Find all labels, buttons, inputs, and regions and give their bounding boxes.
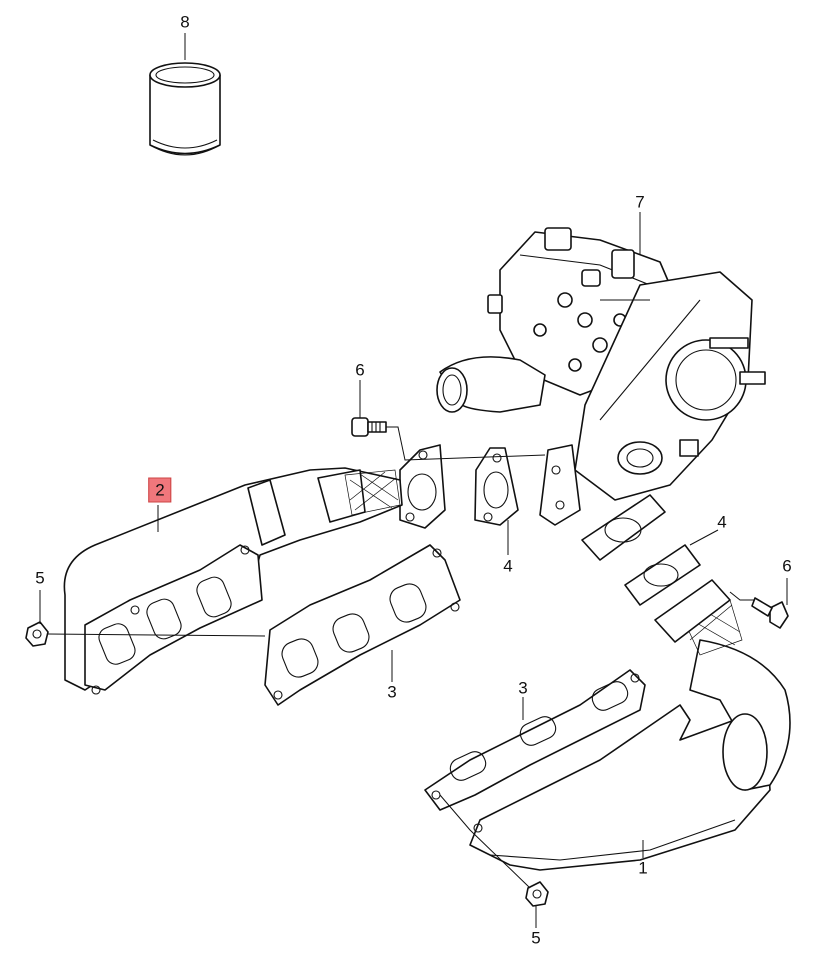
- part-7-turbocharger[interactable]: [436, 227, 766, 526]
- callout-part-6-upper[interactable]: 6: [355, 360, 365, 380]
- callout-part-1[interactable]: 1: [638, 858, 648, 878]
- part-4-gasket-left[interactable]: [399, 444, 446, 529]
- callout-part-3-left[interactable]: 3: [387, 682, 397, 702]
- part-8-sleeve[interactable]: [149, 62, 221, 156]
- callout-part-4-lower[interactable]: 4: [503, 556, 513, 576]
- part-6-bolt-upper[interactable]: [351, 417, 387, 437]
- part-3-gasket-right[interactable]: [424, 669, 646, 811]
- callout-part-7[interactable]: 7: [635, 192, 645, 212]
- callout-part-6-right[interactable]: 6: [782, 556, 792, 576]
- callout-part-3-right[interactable]: 3: [518, 678, 528, 698]
- part-6-bolt-right[interactable]: [751, 597, 789, 629]
- part-5-nut-right[interactable]: [525, 881, 549, 907]
- part-1-exhaust-manifold-right[interactable]: [469, 579, 791, 871]
- part-4-flange-gasket-lower[interactable]: [581, 494, 701, 606]
- callout-part-5-left[interactable]: 5: [35, 568, 45, 588]
- part-4-gasket-right[interactable]: [474, 447, 519, 526]
- callout-part-2[interactable]: 2: [148, 477, 172, 503]
- part-3-gasket-left[interactable]: [264, 544, 461, 706]
- callout-part-4-right[interactable]: 4: [717, 512, 727, 532]
- part-5-nut-left[interactable]: [25, 621, 49, 647]
- callout-part-5-right[interactable]: 5: [531, 928, 541, 948]
- callout-part-8[interactable]: 8: [180, 12, 190, 32]
- leader-lines: [39, 33, 788, 928]
